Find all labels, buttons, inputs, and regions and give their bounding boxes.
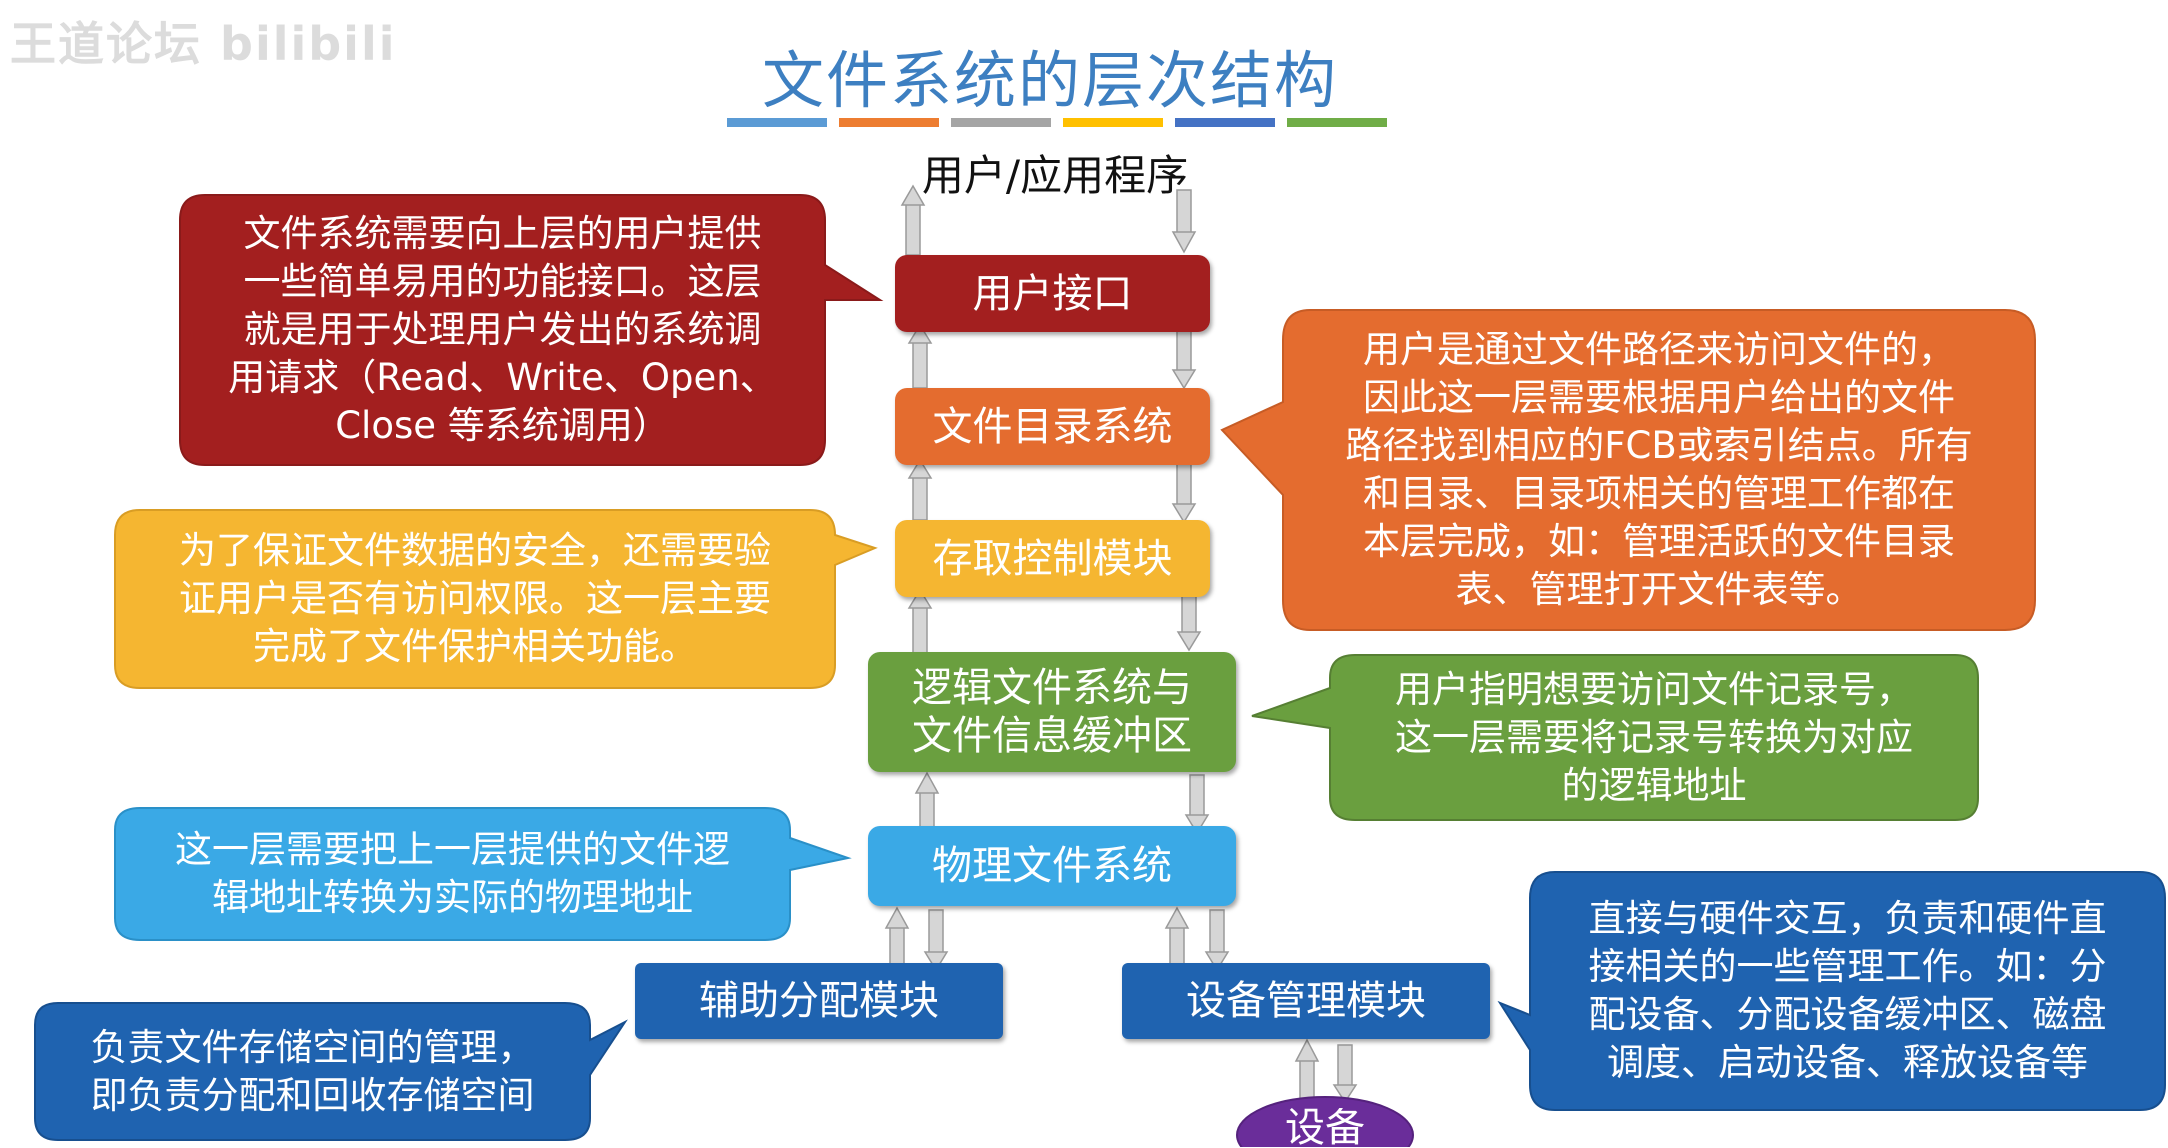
- layer-file-directory: 文件目录系统: [895, 388, 1210, 465]
- arrow-up-shaft: [912, 604, 928, 656]
- user-application-label: 用户/应用程序: [921, 151, 1189, 200]
- callout-line: 这一层需要将记录号转换为对应: [1395, 715, 1913, 759]
- callout-device-mgmt: 直接与硬件交互，负责和硬件直 接相关的一些管理工作。如：分 配设备、分配设备缓冲…: [1530, 872, 2165, 1110]
- underline-segment: [1287, 118, 1387, 127]
- watermark: 王道论坛 bilibili: [10, 17, 397, 71]
- callout-shape-device-mgmt: [1497, 871, 2166, 1111]
- callout-line: 一些简单易用的功能接口。这层: [243, 260, 762, 303]
- arrows: [884, 184, 1358, 1104]
- callout-shape-user-interface: [179, 194, 884, 466]
- callout-shape-aux-alloc: [34, 1002, 628, 1141]
- arrow-down-shaft: [1181, 591, 1197, 635]
- arrow-down-shaft: [1176, 461, 1192, 508]
- callout-line: 和目录、目录项相关的管理工作都在: [1363, 472, 1955, 515]
- callout-line: 负责文件存储空间的管理，: [90, 1025, 535, 1069]
- arrow-down-head: [1176, 631, 1202, 652]
- underline-segment: [1063, 118, 1163, 127]
- layer-logical-fs-line: 逻辑文件系统与: [912, 665, 1192, 711]
- arrow-up-head: [884, 906, 910, 929]
- page-title: 文件系统的层次结构: [761, 44, 1338, 117]
- callout-line: 用请求（Read、Write、Open、: [228, 356, 777, 399]
- device-ellipse: [1236, 1096, 1414, 1147]
- callout-aux-alloc: 负责文件存储空间的管理， 即负责分配和回收存储空间: [35, 1003, 590, 1140]
- layer-physical-fs: 物理文件系统: [868, 826, 1236, 906]
- callout-user-interface: 文件系统需要向上层的用户提供 一些简单易用的功能接口。这层 就是用于处理用户发出…: [180, 195, 825, 465]
- callout-line: Close 等系统调用）: [335, 404, 670, 447]
- callout-shape-logical-fs: [1251, 654, 1979, 821]
- arrow-up-shaft: [889, 924, 905, 968]
- callout-line: 表、管理打开文件表等。: [1455, 568, 1863, 611]
- arrow-up-head: [1164, 906, 1190, 929]
- callout-line: 这一层需要把上一层提供的文件逻: [175, 828, 730, 871]
- callout-line: 辑地址转换为实际的物理地址: [212, 876, 693, 919]
- callout-line: 完成了文件保护相关功能。: [253, 625, 697, 668]
- arrow-down-shaft: [1337, 1044, 1353, 1088]
- callout-line: 因此这一层需要根据用户给出的文件: [1363, 376, 1955, 419]
- callout-shape-access-control: [114, 509, 878, 689]
- arrow-up-shaft: [912, 474, 928, 521]
- callout-shape-file-directory: [1220, 309, 2036, 631]
- arrow-up-shaft: [1169, 924, 1185, 968]
- arrow-down-head: [1184, 814, 1210, 835]
- arrow-down-shaft: [1209, 909, 1225, 956]
- arrow-up-head: [907, 458, 933, 479]
- callout-file-directory: 用户是通过文件路径来访问文件的， 因此这一层需要根据用户给出的文件 路径找到相应…: [1283, 310, 2035, 630]
- underline-segment: [1175, 118, 1275, 127]
- layer-logical-fs: 逻辑文件系统与 文件信息缓冲区: [868, 652, 1236, 772]
- arrow-down-shaft: [1176, 327, 1192, 374]
- callout-logical-fs: 用户指明想要访问文件记录号， 这一层需要将记录号转换为对应 的逻辑地址: [1330, 655, 1978, 820]
- arrow-down-shaft: [1189, 774, 1205, 818]
- arrow-up-head: [914, 771, 940, 794]
- arrow-down-head: [1204, 951, 1230, 972]
- title-underline: [727, 118, 1387, 127]
- arrow-down-head: [1171, 231, 1197, 254]
- callout-line: 的逻辑地址: [1561, 763, 1747, 807]
- arrow-up-shaft: [912, 339, 928, 389]
- callout-line: 文件系统需要向上层的用户提供: [243, 212, 762, 255]
- arrow-up-head: [907, 588, 933, 609]
- callout-line: 路径找到相应的FCB或索引结点。所有: [1345, 424, 1973, 467]
- callout-line: 调度、启动设备、释放设备等: [1607, 1041, 2088, 1084]
- arrow-up-head: [1294, 1038, 1320, 1062]
- arrow-up-shaft: [1299, 1057, 1315, 1101]
- underline-segment: [727, 118, 827, 127]
- callout-line: 即负责分配和回收存储空间: [90, 1073, 535, 1117]
- callout-line: 配设备、分配设备缓冲区、磁盘: [1588, 993, 2107, 1036]
- arrow-down-head: [923, 951, 949, 972]
- layer-device: 设备: [1285, 1108, 1365, 1148]
- callout-line: 接相关的一些管理工作。如：分: [1588, 945, 2107, 988]
- layer-aux-alloc: 辅助分配模块: [635, 963, 1003, 1039]
- underline-segment: [951, 118, 1051, 127]
- callout-shape-physical-fs: [114, 807, 852, 941]
- arrow-up-shaft: [905, 199, 921, 256]
- layer-device-mgmt: 设备管理模块: [1122, 963, 1490, 1039]
- arrow-up-head: [900, 184, 926, 206]
- arrow-down-shaft: [1176, 189, 1192, 236]
- layer-logical-fs-line: 文件信息缓冲区: [912, 713, 1192, 759]
- layer-user-interface: 用户接口: [895, 255, 1210, 332]
- underline-segment: [839, 118, 939, 127]
- arrow-down-head: [1332, 1084, 1358, 1104]
- arrow-down-shaft: [928, 909, 944, 956]
- arrow-down-head: [1171, 503, 1197, 524]
- callout-access-control: 为了保证文件数据的安全，还需要验 证用户是否有访问权限。这一层主要 完成了文件保…: [115, 510, 835, 688]
- callout-line: 证用户是否有访问权限。这一层主要: [179, 577, 771, 620]
- callout-line: 直接与硬件交互，负责和硬件直: [1588, 897, 2107, 940]
- arrow-down-head: [1171, 369, 1197, 390]
- callout-physical-fs: 这一层需要把上一层提供的文件逻 辑地址转换为实际的物理地址: [115, 808, 790, 940]
- callout-line: 为了保证文件数据的安全，还需要验: [179, 529, 771, 572]
- arrow-up-head: [907, 323, 933, 344]
- layer-access-control: 存取控制模块: [895, 520, 1210, 597]
- callout-line: 本层完成，如：管理活跃的文件目录: [1363, 520, 1955, 563]
- callout-line: 用户指明想要访问文件记录号，: [1395, 667, 1913, 711]
- callout-line: 用户是通过文件路径来访问文件的，: [1363, 328, 1955, 371]
- callout-line: 就是用于处理用户发出的系统调: [243, 308, 762, 351]
